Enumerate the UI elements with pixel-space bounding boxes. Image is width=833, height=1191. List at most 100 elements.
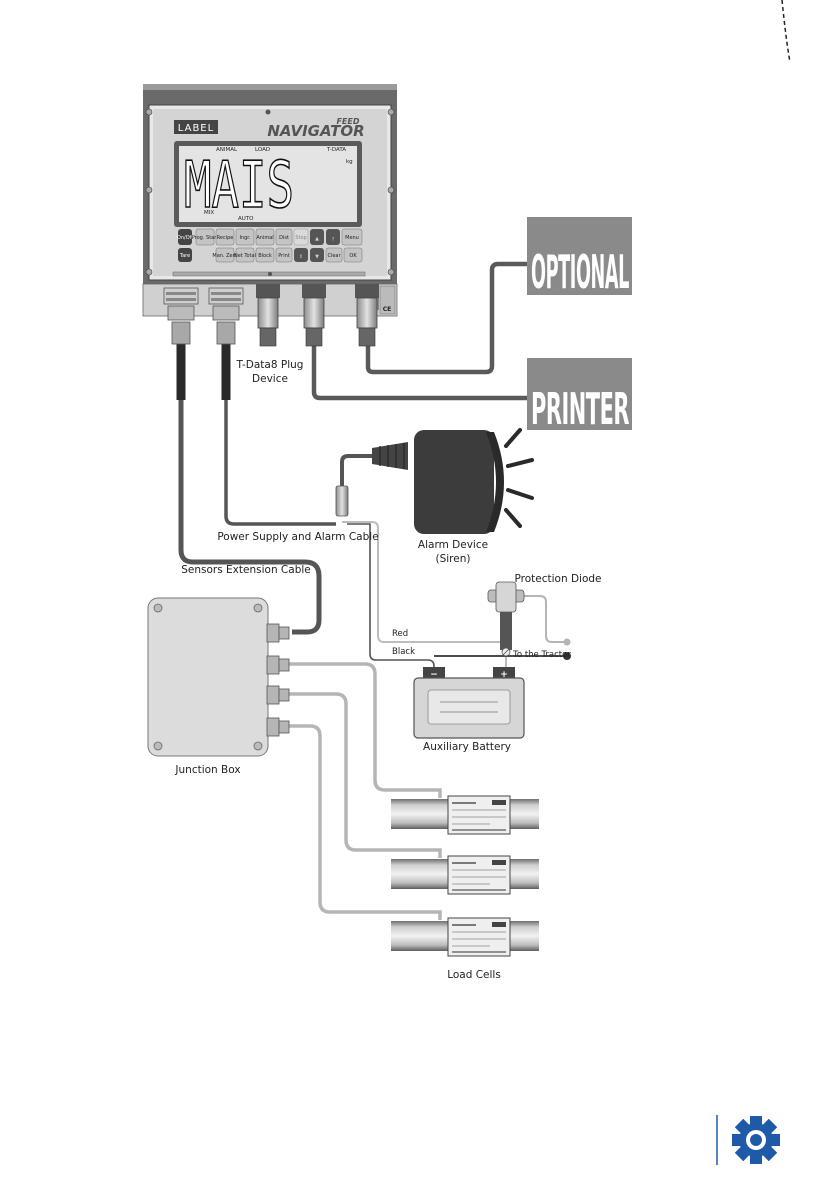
label-power-cable: Power Supply and Alarm Cable bbox=[217, 531, 378, 543]
label-black: Black bbox=[392, 647, 415, 657]
brand-text: LABEL bbox=[178, 123, 214, 134]
load-cell-3 bbox=[391, 917, 539, 957]
key-print[interactable] bbox=[275, 247, 293, 263]
key-block[interactable] bbox=[255, 247, 275, 263]
lcd-label-tdata: T-DATA bbox=[326, 147, 346, 153]
company-logo-icon bbox=[732, 1116, 780, 1164]
brand-plate bbox=[174, 120, 218, 134]
key-up[interactable] bbox=[310, 229, 324, 245]
key-animal-label: Animal bbox=[256, 235, 273, 241]
load-cell-cable-2 bbox=[285, 692, 442, 858]
key-ok-label: OK bbox=[349, 253, 357, 259]
black-wire bbox=[347, 523, 435, 668]
key-ok[interactable] bbox=[343, 247, 363, 263]
label-to-tractor: To the Tractor bbox=[512, 650, 571, 660]
page-corner-mark bbox=[781, 0, 791, 63]
label-red: Red bbox=[392, 629, 408, 639]
product-name: NAVIGATOR bbox=[267, 122, 364, 140]
label-junction-box: Junction Box bbox=[174, 764, 240, 776]
key-on-off[interactable] bbox=[178, 229, 192, 245]
key-net-total[interactable] bbox=[235, 247, 255, 263]
feed-navigator-device: LABEL NAVIGATOR FEED ANIMAL LOAD T-DATA … bbox=[142, 84, 398, 317]
printer-cable bbox=[311, 345, 528, 401]
key-animal[interactable] bbox=[255, 228, 275, 246]
diode-wire bbox=[523, 595, 564, 643]
key-net-total-label: Net Total bbox=[234, 253, 256, 259]
load-cell-cable-3 bbox=[285, 724, 442, 920]
key-up-label: ▲ bbox=[315, 236, 319, 242]
lcd-label-animal: ANIMAL bbox=[216, 147, 238, 153]
label-load-cells: Load Cells bbox=[447, 969, 501, 981]
key-dist[interactable] bbox=[275, 228, 293, 246]
product-prefix: FEED bbox=[336, 117, 359, 126]
label-alarm-device: Alarm Device bbox=[418, 539, 488, 551]
key-man-zero[interactable] bbox=[215, 247, 235, 263]
battery-minus: − bbox=[430, 670, 438, 680]
alarm-connector bbox=[335, 485, 349, 517]
key-down[interactable] bbox=[310, 248, 324, 262]
key-menu[interactable] bbox=[341, 228, 363, 246]
key-updown-label: ⇕ bbox=[299, 254, 303, 260]
cable-gland-power bbox=[208, 287, 244, 345]
load-cell-cable-1 bbox=[285, 662, 442, 798]
label-protection-diode: Protection Diode bbox=[514, 573, 601, 585]
label-alarm-siren: (Siren) bbox=[436, 553, 471, 565]
lcd-label-auto: AUTO bbox=[238, 216, 254, 222]
diode-terminal bbox=[563, 638, 571, 646]
auxiliary-battery: − + bbox=[413, 667, 525, 739]
cable-gland-sensors bbox=[163, 287, 199, 345]
load-cell-2 bbox=[391, 855, 539, 895]
key-recipe-label: Recipe bbox=[217, 235, 234, 241]
siren-boot bbox=[372, 442, 408, 470]
lcd-label-mix: MIX bbox=[204, 210, 214, 216]
optional-stamp: OPTIONAL bbox=[527, 217, 632, 299]
key-menu-label: Menu bbox=[345, 235, 359, 241]
key-block-label: Block bbox=[258, 253, 272, 259]
label-battery: Auxiliary Battery bbox=[423, 741, 511, 753]
key-ingr[interactable] bbox=[235, 228, 255, 246]
battery-plus: + bbox=[500, 670, 508, 680]
key-help[interactable] bbox=[326, 229, 340, 245]
junction-box bbox=[147, 597, 290, 757]
label-tdata-device: Device bbox=[252, 373, 288, 385]
key-down-label: ▼ bbox=[315, 254, 319, 260]
printer-plug bbox=[302, 284, 326, 347]
lcd-display-text: MAIS bbox=[184, 149, 294, 223]
printer-stamp-bg bbox=[527, 358, 632, 430]
keypad: On/Off Tare Prog. Start Recipe Ingr. Ani… bbox=[177, 228, 363, 263]
key-clear-label: Clear bbox=[327, 253, 341, 259]
power-cable bbox=[224, 400, 336, 526]
alarm-device bbox=[372, 428, 534, 534]
key-stop[interactable] bbox=[293, 228, 309, 246]
sensors-extension-cable bbox=[178, 400, 322, 635]
printer-stamp: PRINTER bbox=[527, 358, 632, 435]
optional-stamp-bg bbox=[527, 217, 632, 295]
key-help-label: ? bbox=[332, 237, 335, 243]
key-on-off-label: On/Off bbox=[177, 235, 194, 241]
key-stop-label: Stop bbox=[295, 235, 306, 241]
key-clear[interactable] bbox=[325, 247, 343, 263]
optional-cable bbox=[365, 261, 528, 375]
siren-rays bbox=[504, 428, 534, 528]
key-ingr-label: Ingr. bbox=[239, 235, 250, 241]
key-updown[interactable] bbox=[294, 248, 308, 262]
key-tare-label: Tare bbox=[179, 253, 190, 259]
ce-mark: CE bbox=[383, 306, 392, 313]
tractor-terminal bbox=[563, 652, 571, 660]
key-prog[interactable] bbox=[195, 228, 215, 246]
key-recipe[interactable] bbox=[215, 228, 235, 246]
label-tdata-plug: T-Data8 Plug bbox=[236, 359, 304, 371]
siren-body bbox=[414, 430, 494, 534]
printer-stamp-text: PRINTER bbox=[531, 384, 629, 435]
tdata-plug bbox=[256, 284, 280, 347]
key-prog-label: Prog. Start bbox=[192, 235, 219, 241]
key-tare[interactable] bbox=[178, 248, 192, 262]
label-sensors-cable: Sensors Extension Cable bbox=[181, 564, 311, 576]
key-man-zero-label: Man. Zero bbox=[212, 253, 237, 259]
load-cell-1 bbox=[391, 795, 539, 835]
optional-plug bbox=[355, 284, 379, 347]
key-print-label: Print bbox=[278, 253, 290, 259]
siren-cable bbox=[340, 454, 372, 488]
optional-stamp-text: OPTIONAL bbox=[531, 245, 629, 299]
